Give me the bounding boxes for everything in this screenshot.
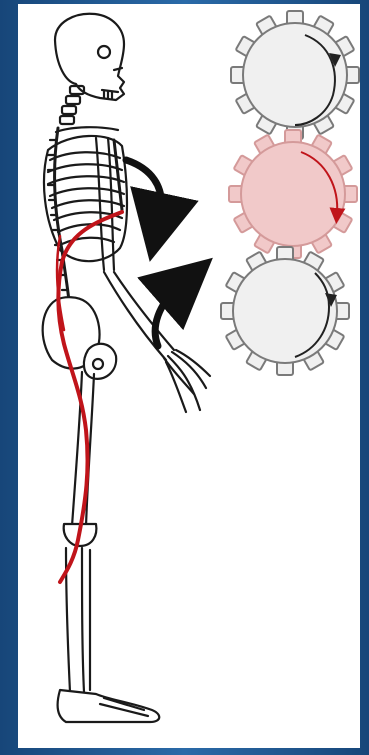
upper-rotation-arrow [126,160,161,214]
cervical-spine [60,86,84,124]
tibia-fibula [66,548,90,692]
skull [55,14,124,100]
gear-top [231,11,359,139]
gear-bottom [221,247,349,375]
skeleton-side-view [43,14,210,722]
hand [164,350,210,412]
clavicle [56,127,118,132]
forearm [104,272,174,360]
pelvis [43,297,117,379]
gear-middle [229,130,357,258]
lower-rotation-arrow [155,290,176,346]
foot [58,690,160,722]
